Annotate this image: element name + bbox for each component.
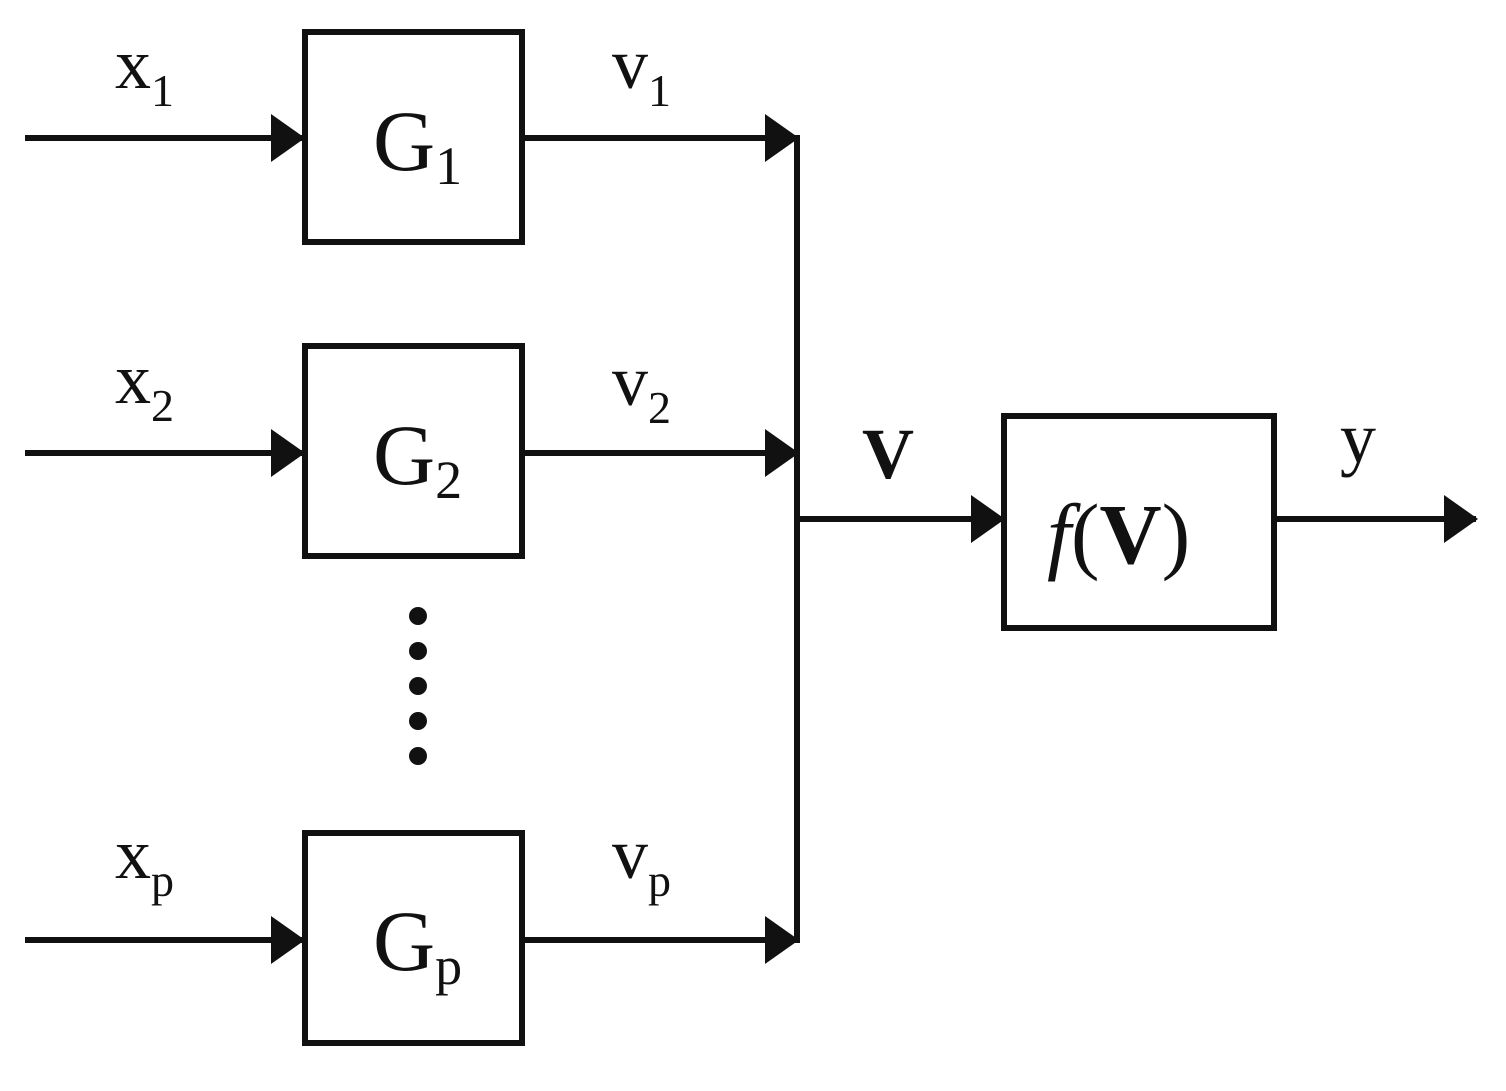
- block-g1: [302, 29, 525, 245]
- ellipsis-dot: [409, 677, 427, 695]
- final-output-label: y: [1340, 398, 1376, 478]
- block-gp-label: Gp: [373, 893, 462, 996]
- output-label-p: vp: [612, 814, 671, 906]
- channel-1: x1 G1 v1: [25, 24, 799, 245]
- block-g2: [302, 343, 525, 559]
- ellipsis-dots: [409, 607, 427, 765]
- ellipsis-dot: [409, 712, 427, 730]
- channel-2: x2 G2 v2: [25, 339, 799, 559]
- block-g1-label: G1: [373, 93, 462, 196]
- output-label-1: v1: [612, 24, 671, 116]
- combined-label: V: [862, 414, 914, 494]
- channel-p: xp Gp vp: [25, 814, 799, 1046]
- ellipsis-dot: [409, 642, 427, 660]
- block-g2-label: G2: [373, 407, 462, 510]
- input-label-p: xp: [115, 814, 174, 906]
- ellipsis-dot: [409, 607, 427, 625]
- function-block-label: f(V): [1047, 486, 1190, 582]
- input-label-2: x2: [115, 339, 174, 431]
- function-block: [1001, 413, 1277, 631]
- output-label-2: v2: [612, 341, 671, 433]
- input-label-1: x1: [115, 24, 174, 116]
- block-gp: [302, 830, 525, 1046]
- ellipsis-dot: [409, 747, 427, 765]
